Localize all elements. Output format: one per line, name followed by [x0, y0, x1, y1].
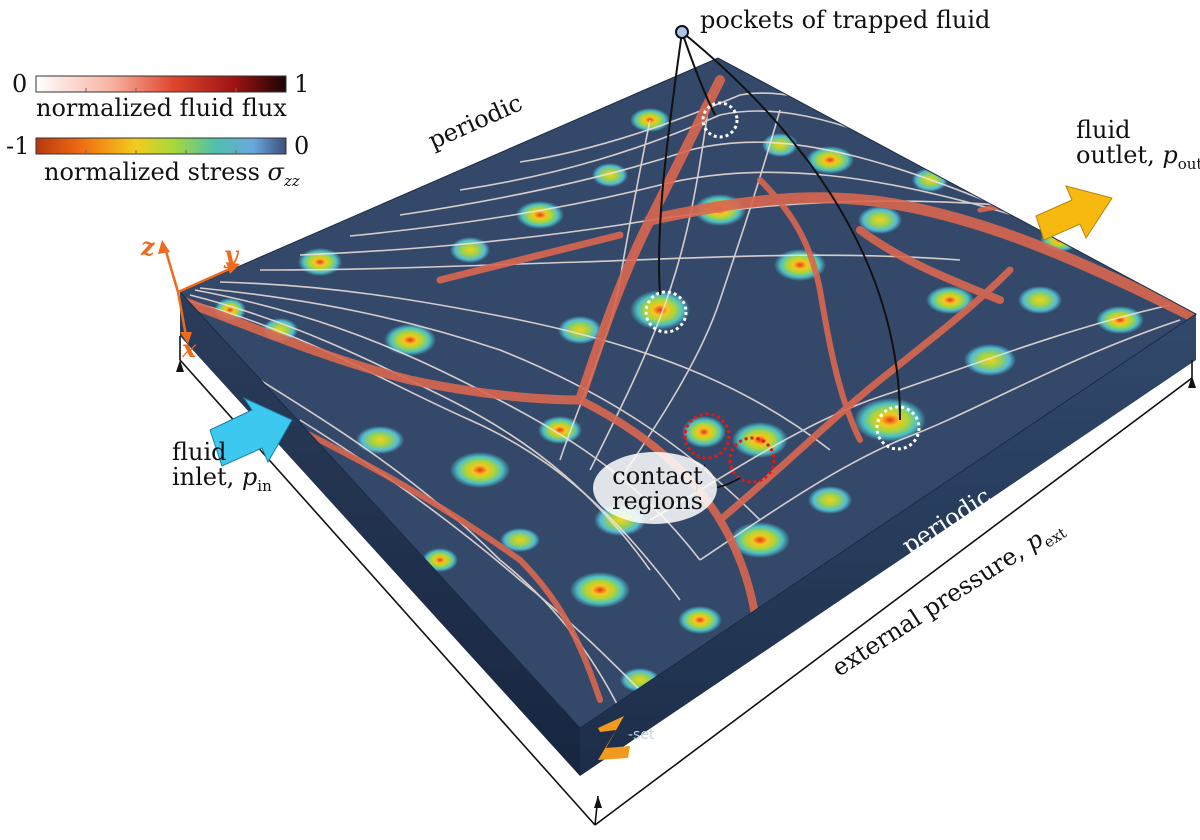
- flow-channels: [180, 75, 1196, 703]
- slab-left-face: [180, 292, 580, 776]
- pocket-markers: [644, 101, 921, 451]
- contact-label-glow: [593, 452, 717, 524]
- outlet-label: fluid outlet, pout: [1076, 116, 1200, 173]
- flux-min-label: 0: [12, 70, 28, 98]
- flux-colorbar: [35, 75, 287, 93]
- zset-logo-icon: [598, 716, 630, 760]
- pockets-label: pockets of trapped fluid: [700, 6, 991, 34]
- pocket-marker-icon: [675, 25, 689, 39]
- outlet-arrow-icon: [1035, 185, 1113, 241]
- stress-min-label: -1: [6, 132, 30, 160]
- inlet-label: fluid inlet, pin: [172, 438, 272, 495]
- stress-max-label: 0: [294, 132, 310, 160]
- axis-triad: [158, 240, 240, 344]
- flow-field: [180, 75, 1196, 711]
- contact-regions-label: contact regions: [612, 462, 703, 516]
- slab-front-face: [580, 314, 1196, 776]
- stress-colorbar-caption: normalized stress σzz: [44, 158, 300, 190]
- axis-y-label: y: [224, 240, 238, 269]
- zset-logo-text: -set: [628, 727, 655, 743]
- flux-colorbar-caption: normalized fluid flux: [36, 94, 287, 122]
- inlet-arrow-icon: [209, 396, 293, 467]
- axis-z-label: z: [141, 232, 155, 261]
- stress-colorbar: [35, 137, 287, 155]
- axis-x-label: x: [182, 334, 197, 363]
- contact-markers: [683, 412, 776, 484]
- pocket-leaders: [658, 31, 901, 421]
- flux-max-label: 1: [294, 70, 310, 98]
